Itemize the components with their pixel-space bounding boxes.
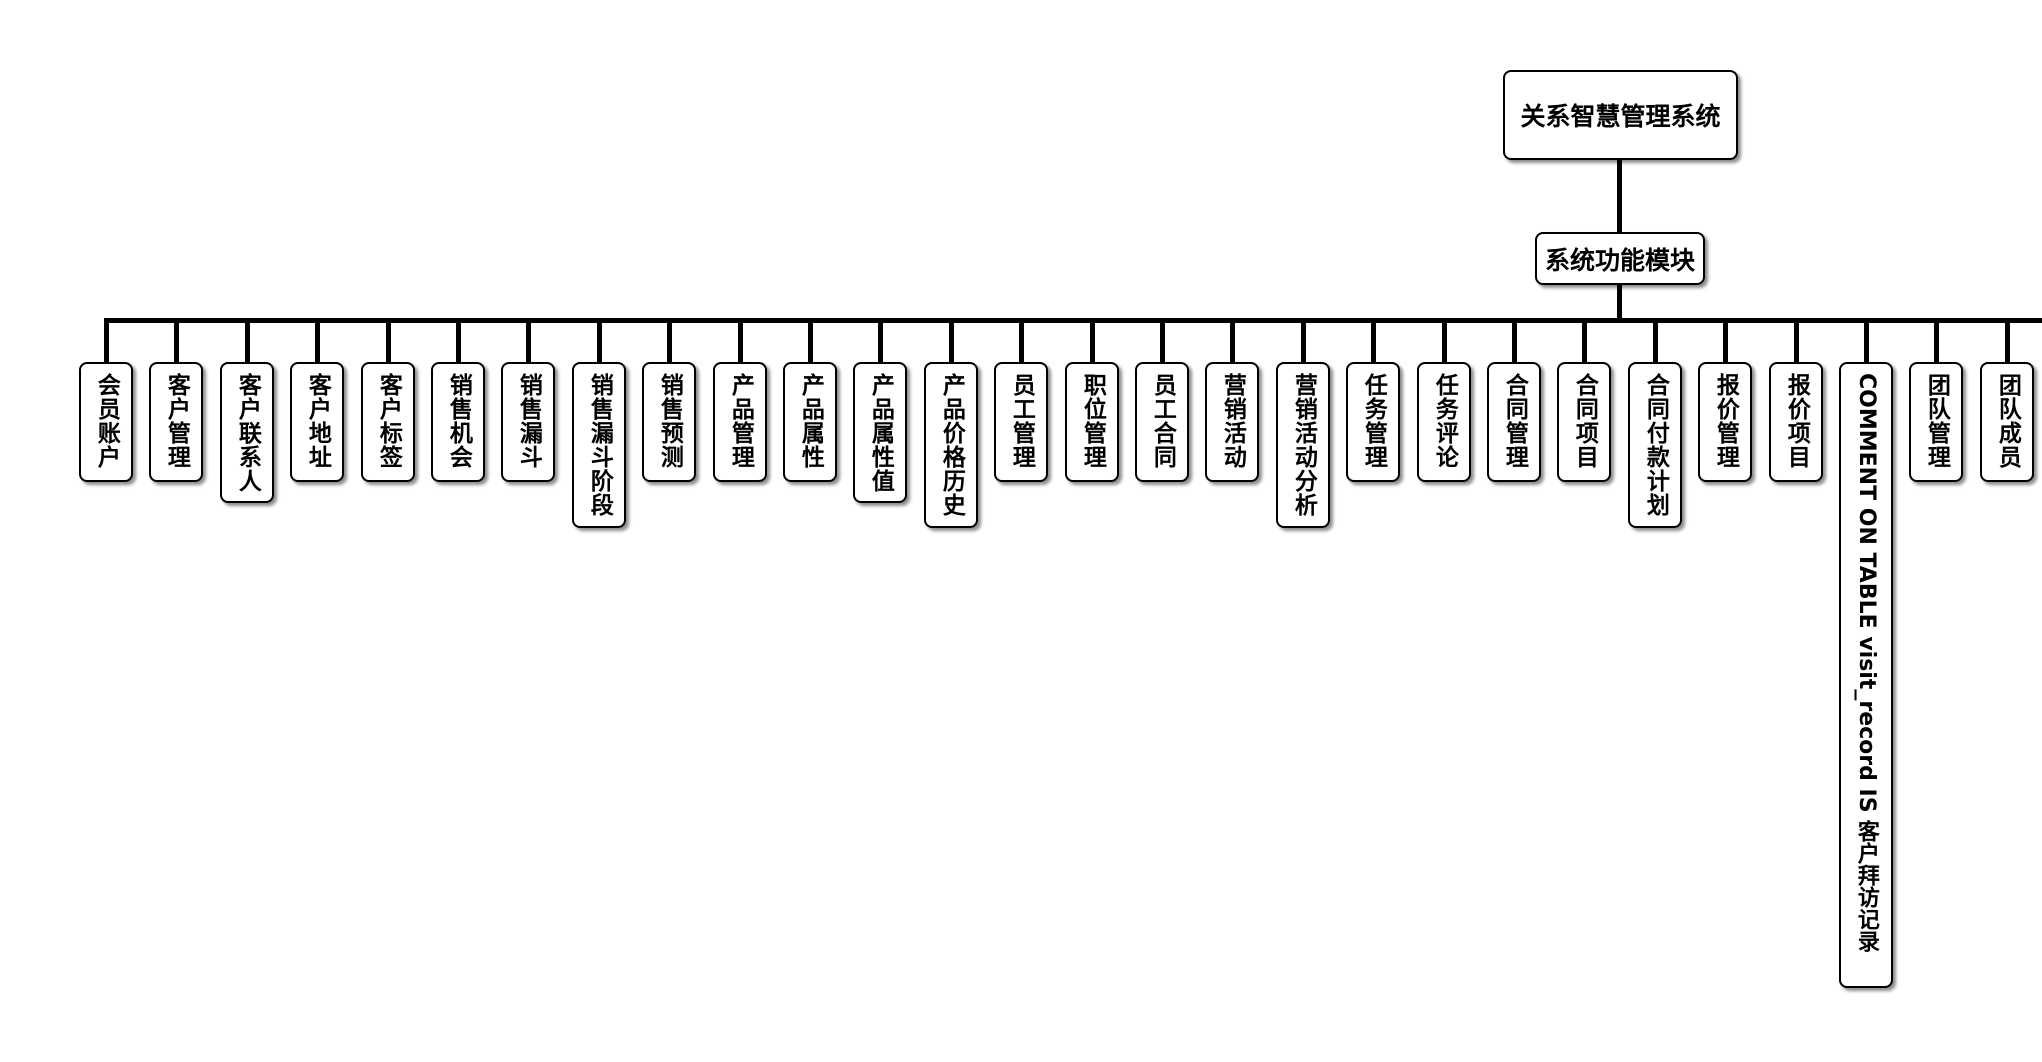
- module-node[interactable]: 系统功能模块: [1535, 232, 1705, 285]
- child-node-label: 合同付款计划: [1642, 373, 1669, 517]
- child-node[interactable]: 产品属性值: [853, 362, 907, 503]
- child-node-label: 营销活动分析: [1290, 373, 1317, 517]
- child-connector: [1653, 318, 1658, 362]
- child-node[interactable]: 团队成员: [1980, 362, 2034, 482]
- child-node-label: 营销活动: [1219, 373, 1246, 469]
- child-node[interactable]: 报价项目: [1769, 362, 1823, 482]
- child-node-label: 客户地址: [304, 373, 331, 469]
- child-node[interactable]: 会员账户: [79, 362, 133, 482]
- child-node[interactable]: 客户标签: [361, 362, 415, 482]
- child-connector: [1090, 318, 1095, 362]
- child-connector: [1512, 318, 1517, 362]
- child-connector: [1723, 318, 1728, 362]
- child-connector: [315, 318, 320, 362]
- child-node-label: 会员账户: [93, 373, 120, 469]
- child-node-label: 团队管理: [1923, 373, 1950, 469]
- child-node-label: 员工管理: [1008, 373, 1035, 469]
- child-node[interactable]: 员工管理: [994, 362, 1048, 482]
- child-connector: [2005, 318, 2010, 362]
- child-node-label: 客户管理: [163, 373, 190, 469]
- child-node[interactable]: 客户联系人: [220, 362, 274, 503]
- child-node[interactable]: 营销活动: [1205, 362, 1259, 482]
- child-node[interactable]: 员工合同: [1135, 362, 1189, 482]
- child-node[interactable]: 产品价格历史: [924, 362, 978, 528]
- child-connector: [1794, 318, 1799, 362]
- root-node[interactable]: 关系智慧管理系统: [1503, 70, 1738, 160]
- child-connector: [174, 318, 179, 362]
- child-connector: [949, 318, 954, 362]
- child-connector: [1442, 318, 1447, 362]
- child-node[interactable]: 产品属性: [783, 362, 837, 482]
- child-node-label: 任务管理: [1360, 373, 1387, 469]
- child-node-label: 销售机会: [445, 373, 472, 469]
- child-node-label: 销售漏斗: [515, 373, 542, 469]
- horizontal-bus: [104, 318, 2042, 323]
- child-connector: [1230, 318, 1235, 362]
- module-connector: [1617, 285, 1622, 322]
- child-node[interactable]: 报价管理: [1698, 362, 1752, 482]
- child-connector: [597, 318, 602, 362]
- child-node-label: 产品价格历史: [938, 373, 965, 517]
- child-connector: [1864, 318, 1869, 362]
- child-connector: [526, 318, 531, 362]
- child-node-label: 任务评论: [1431, 373, 1458, 469]
- child-node-label: 产品管理: [727, 373, 754, 469]
- child-node-label: 员工合同: [1149, 373, 1176, 469]
- child-connector: [878, 318, 883, 362]
- root-label: 关系智慧管理系统: [1520, 102, 1721, 131]
- child-connector: [245, 318, 250, 362]
- child-node-label: 报价项目: [1783, 373, 1810, 469]
- child-connector: [667, 318, 672, 362]
- child-node[interactable]: 任务管理: [1346, 362, 1400, 482]
- child-node-label: 销售漏斗阶段: [586, 373, 613, 517]
- child-node-label: 合同管理: [1501, 373, 1528, 469]
- child-node[interactable]: 销售漏斗阶段: [572, 362, 626, 528]
- child-node-label: 客户联系人: [234, 373, 261, 493]
- child-node[interactable]: 客户管理: [149, 362, 203, 482]
- child-node[interactable]: 合同管理: [1487, 362, 1541, 482]
- child-connector: [456, 318, 461, 362]
- child-connector: [386, 318, 391, 362]
- child-node-label: 销售预测: [656, 373, 683, 469]
- child-node[interactable]: 营销活动分析: [1276, 362, 1330, 528]
- child-connector: [1019, 318, 1024, 362]
- child-node[interactable]: 团队管理: [1909, 362, 1963, 482]
- child-node[interactable]: 产品管理: [713, 362, 767, 482]
- child-node-label: 团队成员: [1994, 373, 2021, 469]
- child-node-label: 产品属性: [797, 373, 824, 469]
- child-connector: [1371, 318, 1376, 362]
- child-node-label: 职位管理: [1079, 373, 1106, 469]
- child-node[interactable]: 销售机会: [431, 362, 485, 482]
- child-connector: [738, 318, 743, 362]
- child-connector: [1301, 318, 1306, 362]
- child-node-label: 产品属性值: [867, 373, 894, 493]
- child-connector: [1934, 318, 1939, 362]
- child-node-label: COMMENT ON TABLE visit_record IS 客户拜访记录: [1853, 373, 1879, 953]
- child-connector: [1160, 318, 1165, 362]
- child-connector: [808, 318, 813, 362]
- child-node-label: 合同项目: [1571, 373, 1598, 469]
- child-connector: [1582, 318, 1587, 362]
- child-node[interactable]: 销售预测: [642, 362, 696, 482]
- child-node[interactable]: 合同项目: [1557, 362, 1611, 482]
- child-node-label: 客户标签: [375, 373, 402, 469]
- child-node[interactable]: 客户地址: [290, 362, 344, 482]
- child-node[interactable]: 职位管理: [1065, 362, 1119, 482]
- root-connector: [1617, 160, 1622, 232]
- child-connector: [104, 318, 109, 362]
- module-label: 系统功能模块: [1544, 245, 1695, 275]
- child-node[interactable]: COMMENT ON TABLE visit_record IS 客户拜访记录: [1839, 362, 1893, 988]
- child-node-label: 报价管理: [1712, 373, 1739, 469]
- child-node[interactable]: 任务评论: [1417, 362, 1471, 482]
- child-node[interactable]: 销售漏斗: [501, 362, 555, 482]
- child-node[interactable]: 合同付款计划: [1628, 362, 1682, 528]
